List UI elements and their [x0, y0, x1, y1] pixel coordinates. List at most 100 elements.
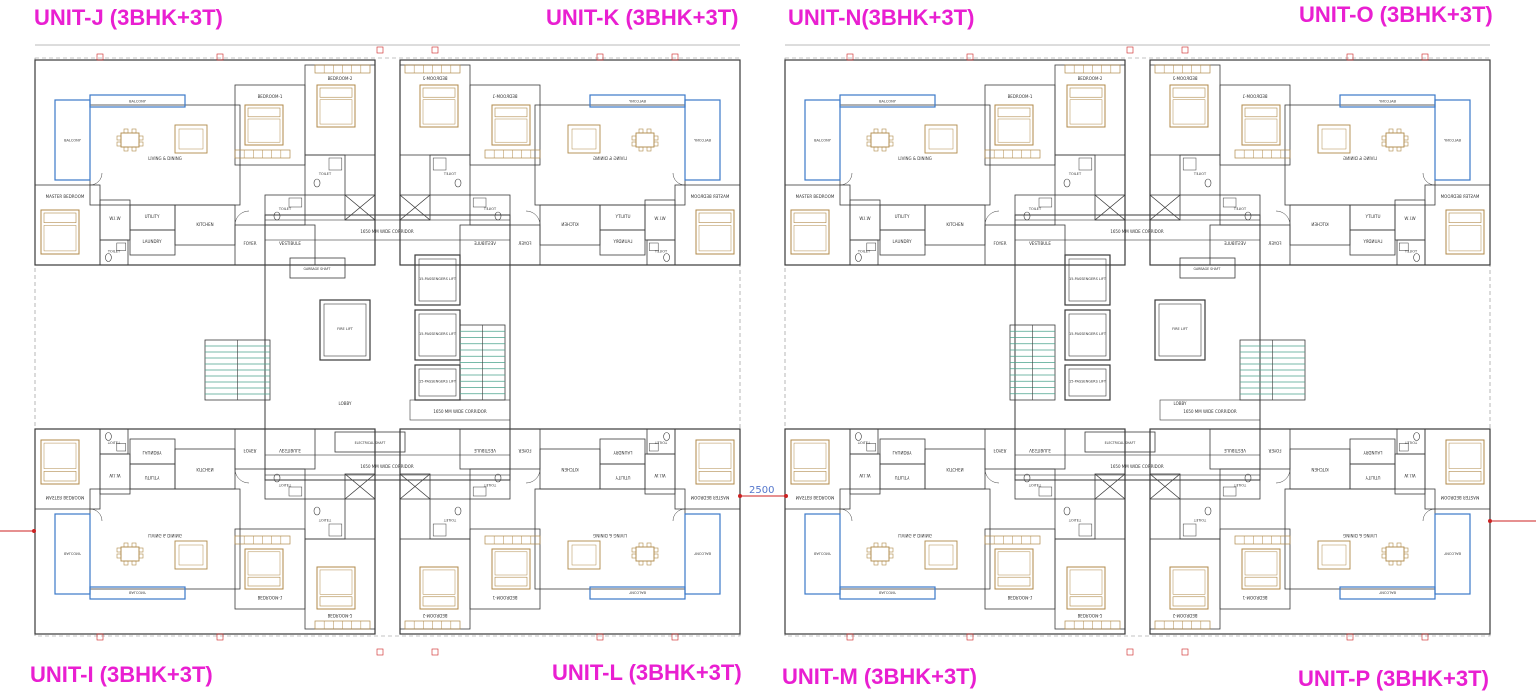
- grid-marker: [1346, 53, 1354, 61]
- master-bedroom-label: MASTER BEDROOM: [690, 194, 729, 199]
- wc-fixture: [1023, 473, 1031, 483]
- dining-chair: [631, 547, 637, 553]
- lift-outer: [319, 299, 371, 361]
- unit-p-label: UNIT-P (3BHK+3T): [1298, 666, 1489, 691]
- utility-label: UTILITY: [895, 214, 910, 219]
- grid-marker: [1346, 633, 1354, 641]
- dining-chair: [116, 547, 122, 553]
- dining-chair: [888, 553, 894, 559]
- balcony-outline: [684, 513, 721, 595]
- dining-chair: [123, 146, 129, 152]
- dining-set: [1381, 128, 1409, 152]
- shaft-cross: [399, 194, 431, 221]
- bedroom-2-label: BEDROOM-2: [422, 76, 447, 81]
- bed-sheet: [698, 442, 732, 469]
- dining-set: [631, 128, 659, 152]
- wardrobe: [314, 620, 371, 630]
- bed-frame: [1169, 84, 1209, 128]
- bed-sheet: [494, 551, 528, 576]
- toilet-wall: [1054, 498, 1096, 540]
- lift-shaft: FIRE LIFT: [1154, 299, 1206, 361]
- laundry-room: [1349, 438, 1396, 465]
- bedroom-2-label: BEDROOM-2: [1172, 613, 1197, 618]
- bed-pillow: [1244, 107, 1278, 118]
- grid-marker: [596, 633, 604, 641]
- bedroom-1-label: BEDROOM-1: [258, 595, 283, 600]
- kitchen-label: KITCHEN: [1311, 222, 1328, 227]
- kitchen-label: KITCHEN: [1311, 467, 1328, 472]
- core-outline: [264, 214, 511, 481]
- dining-chair: [1396, 542, 1402, 548]
- lift-outer: [1064, 309, 1111, 361]
- laundry-label: LAUNDRY: [613, 450, 633, 455]
- bed-sheet: [698, 225, 732, 252]
- toilet-label: TOILET: [1233, 483, 1247, 487]
- bed-frame: [316, 566, 356, 610]
- wardrobe: [234, 535, 291, 545]
- wiw-label: W.I.W: [1404, 216, 1415, 221]
- bed-pillow: [698, 212, 732, 223]
- toilet-room: TOILET: [304, 154, 346, 196]
- balcony: BALCONY: [839, 94, 936, 108]
- lift-car: [1068, 368, 1107, 397]
- dining-chair: [888, 135, 894, 141]
- living-dining-room: [89, 104, 241, 206]
- door-swing: [525, 210, 541, 226]
- dining-set: [866, 542, 894, 566]
- sofa-set: [1317, 124, 1351, 154]
- dining-chair: [881, 542, 887, 548]
- living-dining-label: LIVING & DINING: [593, 533, 627, 538]
- dining-chair: [123, 128, 129, 134]
- wc-fixture: [1204, 178, 1212, 188]
- dining-table: [1385, 546, 1405, 562]
- wc-fixture: [1413, 253, 1420, 262]
- bottom-corridor: [264, 454, 511, 476]
- bed-furniture: [491, 548, 531, 590]
- balcony: BALCONY: [89, 94, 186, 108]
- dining-chair: [866, 553, 872, 559]
- staircase: [204, 339, 271, 401]
- balcony-label: BALCONY: [814, 139, 832, 143]
- lobby-label: LOBBY: [1174, 401, 1188, 406]
- dining-chair: [1381, 547, 1387, 553]
- laundry-label: LAUNDRY: [613, 239, 633, 244]
- bed-frame: [40, 439, 80, 485]
- wardrobe: [984, 535, 1041, 545]
- bed-furniture: [695, 209, 735, 255]
- toilet-wall: [429, 498, 471, 540]
- laundry-room: [599, 229, 646, 256]
- wiw-label: W.I.W: [654, 473, 665, 478]
- toilet-room: TOILET: [264, 468, 306, 500]
- bedroom-1-label: BEDROOM-1: [1242, 595, 1267, 600]
- toilet-label: TOILET: [443, 172, 457, 176]
- toilet-label: TOILET: [107, 441, 121, 445]
- laundry-label: LAUNDRY: [892, 450, 912, 455]
- bedroom-1-label: BEDROOM-1: [492, 595, 517, 600]
- lift-shaft: FIRE LIFT: [319, 299, 371, 361]
- bed-sheet: [1448, 225, 1482, 252]
- bed-furniture: [790, 439, 830, 485]
- sofa-set: [174, 124, 208, 154]
- balcony-outline: [89, 586, 186, 600]
- sofa-set: [1317, 540, 1351, 570]
- garbage-shaft-label: GARBAGE SHAFT: [304, 267, 331, 271]
- site-boundary: [784, 57, 1491, 637]
- balcony-outline: [839, 94, 936, 108]
- toilet-label: TOILET: [318, 172, 332, 176]
- basin: [1222, 197, 1237, 208]
- balcony: BALCONY: [589, 94, 686, 108]
- dining-chair: [873, 542, 879, 548]
- bed-frame: [790, 209, 830, 255]
- toilet-label: TOILET: [278, 207, 292, 211]
- dining-chair: [1381, 135, 1387, 141]
- living-dining-label: LIVING & DINING: [1343, 156, 1377, 161]
- balcony-outline: [54, 99, 91, 181]
- bed-frame: [419, 84, 459, 128]
- toilet-room: TOILET: [646, 428, 676, 455]
- basin: [288, 197, 303, 208]
- dining-chair: [866, 141, 872, 147]
